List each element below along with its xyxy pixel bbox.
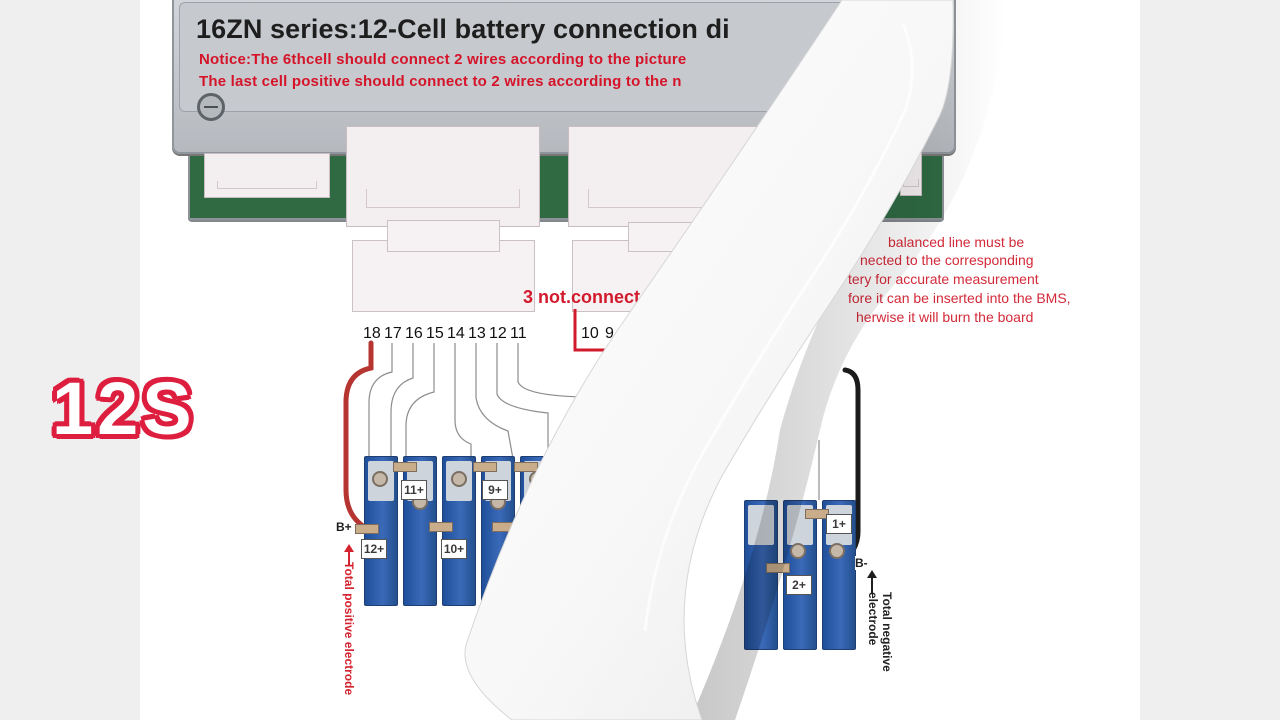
battery-terminal — [451, 471, 467, 487]
cell-tag: 2+ — [786, 575, 812, 595]
cell-tag: 10+ — [441, 539, 467, 559]
negative-terminal-tag: B- — [855, 556, 868, 570]
battery-terminal — [790, 543, 806, 559]
battery-strap — [492, 522, 516, 532]
diagram-title: 16ZN series:12-Cell battery connection d… — [196, 14, 730, 44]
battery-strap — [393, 462, 417, 472]
warning-line-2: nected to the corresponding — [860, 252, 1034, 268]
pin-label: 8 — [627, 325, 636, 342]
battery-strap — [429, 522, 453, 532]
cell-tag: 1+ — [826, 514, 852, 534]
balance-plug-left-head — [387, 220, 500, 252]
pin-label: 14 — [447, 325, 465, 342]
bms-balance-connector-left — [346, 126, 540, 227]
balance-plug-right-head — [628, 222, 698, 252]
warning-line-1: balanced line must be — [888, 234, 1025, 250]
pin-label: 9 — [605, 325, 614, 342]
bms-side-connector — [900, 151, 922, 196]
positive-electrode-label: Total positive electrode — [342, 562, 356, 696]
pin-label: 18 — [363, 325, 381, 342]
battery-terminal — [529, 471, 545, 487]
battery-terminal — [372, 471, 388, 487]
cell-tag: 12+ — [361, 539, 387, 559]
cell-tag: 11+ — [401, 480, 427, 500]
pin-label: 10 — [581, 325, 599, 342]
cell-tag: 9+ — [482, 480, 508, 500]
pin-label: 13 — [468, 325, 486, 342]
battery-strap — [473, 462, 497, 472]
pin-label: 16 — [405, 325, 423, 342]
warning-line-5: herwise it will burn the board — [856, 309, 1034, 325]
battery-terminal — [829, 543, 845, 559]
pin-label: 12 — [489, 325, 507, 342]
negative-electrode-label: Total negative electrode — [866, 592, 894, 672]
warning-line-4: fore it can be inserted into the BMS, — [848, 290, 1071, 306]
bms-connector — [204, 153, 330, 198]
not-connect-label: 3 not.connect — [523, 287, 641, 307]
bms-balance-connector-right — [568, 126, 758, 227]
positive-terminal-tag: B+ — [336, 520, 352, 534]
battery-strap — [355, 524, 379, 534]
pin-label: 17 — [384, 325, 402, 342]
notice-line-2: The last cell positive should connect to… — [199, 73, 682, 90]
screw-icon — [898, 96, 926, 124]
pin-label: 11 — [510, 325, 527, 342]
battery-strap — [766, 563, 790, 573]
battery-cell — [744, 500, 778, 650]
pin-label: 15 — [426, 325, 444, 342]
series-count-badge: 12S — [52, 367, 196, 450]
warning-line-3: tery for accurate measurement — [848, 271, 1039, 287]
screw-icon — [197, 93, 225, 121]
notice-line-1: Notice:The 6thcell should connect 2 wire… — [199, 51, 687, 68]
